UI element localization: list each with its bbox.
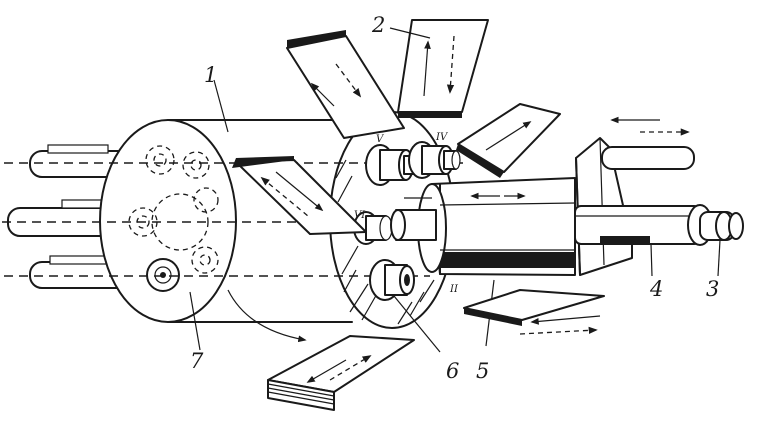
left-shaft-ends [7,144,131,289]
label-5: 5 [476,359,489,383]
spindle-6 [369,259,415,301]
rotation-arrow [227,289,307,343]
label-1: 1 [204,63,217,87]
station-mark-vi: VI [354,210,366,221]
main-shaft [574,204,744,277]
workpiece-plate-vertical [397,19,489,118]
bracket [575,116,695,276]
leader-lines [189,27,441,353]
drum [99,119,355,343]
spindle-iv [408,141,461,179]
front-bushing [146,258,180,292]
label-3: 3 [706,277,719,301]
workpiece-plate-bottom [267,335,415,411]
spindle-vi [353,211,393,245]
station-mark-iv: IV [435,132,449,143]
position-mark-ii: II [449,284,459,295]
station-mark-v: V [376,134,385,145]
workpiece-plate-upper-right [456,103,561,178]
disc-hatch [335,159,435,325]
label-6: 6 [446,359,459,383]
spindle-housing: II [390,177,576,347]
workpiece-plate-upper-left [286,30,405,139]
label-4: 4 [649,277,663,301]
label-7: 7 [190,349,204,373]
workpiece-plate-inserting [232,156,367,235]
workpiece-plate-lower-right [463,289,605,335]
label-2: 2 [371,13,385,37]
